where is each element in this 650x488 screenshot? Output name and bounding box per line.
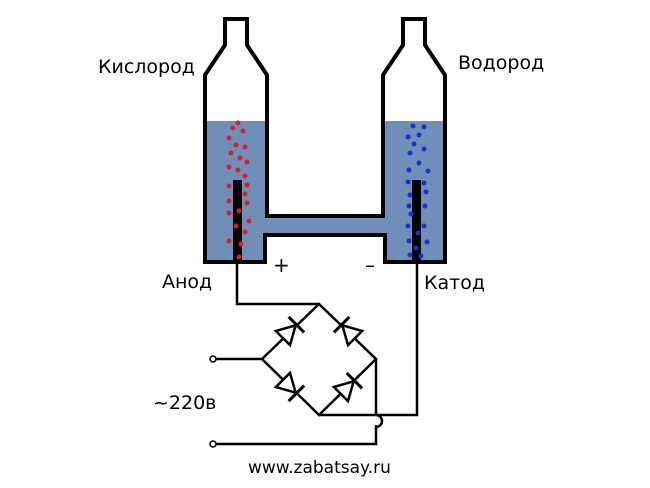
voltage-label: ~220в: [153, 392, 217, 414]
oxygen-label: Кислород: [98, 56, 195, 78]
hydrogen-bubble: [405, 179, 411, 185]
diode-bottom-left: [273, 370, 306, 403]
diode-top-left: [273, 315, 306, 348]
oxygen-bubble: [238, 241, 244, 247]
hydrogen-bubble: [421, 146, 427, 152]
hydrogen-bubble: [422, 203, 428, 209]
input-terminal-bottom: [209, 440, 217, 448]
hydrogen-bubble: [406, 203, 412, 209]
diode-bottom-right: [331, 371, 364, 404]
input-terminal-top: [209, 355, 217, 363]
hydrogen-bubble: [421, 223, 427, 229]
minus-sign: –: [365, 253, 375, 277]
hydrogen-bubble: [416, 160, 422, 166]
hydrogen-bubble: [421, 124, 427, 130]
hydrogen-bubble: [418, 253, 424, 259]
diode-top-right: [332, 315, 365, 348]
hydrogen-bubble: [415, 230, 421, 236]
oxygen-bubble: [244, 200, 250, 206]
oxygen-bubble: [236, 254, 242, 260]
hydrogen-bubble: [407, 150, 413, 156]
hydrogen-bubble: [425, 168, 431, 174]
oxygen-bubble: [228, 150, 234, 156]
oxygen-bubble: [242, 144, 248, 150]
hydrogen-bubble: [411, 141, 417, 147]
oxygen-bubble: [226, 210, 232, 216]
oxygen-bubble: [236, 208, 242, 214]
hydrogen-bubble: [405, 223, 411, 229]
hydrogen-bubble: [421, 180, 427, 186]
oxygen-bubble: [240, 128, 246, 134]
oxygen-bubble: [226, 164, 232, 170]
oxygen-bubble: [242, 173, 248, 179]
hydrogen-bubble: [410, 123, 416, 129]
hydrogen-bubble: [416, 132, 422, 138]
connecting-channel-water: [265, 217, 385, 233]
oxygen-bubble: [233, 223, 239, 229]
oxygen-bubble: [235, 167, 241, 173]
hydrogen-bubble: [413, 245, 419, 251]
hydrogen-bubble: [406, 238, 412, 244]
left-bottle-outline: [203, 17, 447, 264]
hydrogen-bubble: [423, 189, 429, 195]
oxygen-bubble: [235, 120, 241, 126]
oxygen-bubble: [244, 182, 250, 188]
anode-label: Анод: [162, 271, 213, 293]
oxygen-bubble: [230, 125, 236, 131]
hydrogen-bubble: [407, 192, 413, 198]
hydrogen-bubble: [406, 167, 412, 173]
website-label: www.zabatsay.ru: [248, 458, 391, 478]
anode-electrode: [233, 180, 242, 262]
oxygen-bubble: [233, 142, 239, 148]
hydrogen-bubbles: [405, 123, 431, 259]
oxygen-bubble: [226, 238, 232, 244]
hydrogen-bubble: [405, 134, 411, 140]
hydrogen-bubble: [408, 211, 414, 217]
oxygen-bubble: [237, 155, 243, 161]
oxygen-bubble: [242, 229, 248, 235]
oxygen-bubble: [242, 191, 248, 197]
oxygen-bubble: [226, 183, 232, 189]
hydrogen-label: Водород: [458, 52, 545, 74]
circuit-wires: [214, 262, 419, 446]
oxygen-bubbles: [226, 120, 252, 260]
oxygen-bubble: [226, 198, 232, 204]
plus-sign: +: [273, 253, 290, 277]
oxygen-bubble: [226, 135, 232, 141]
oxygen-bubble: [244, 159, 250, 165]
cathode-electrode: [412, 180, 421, 262]
cathode-label: Катод: [424, 272, 485, 294]
hydrogen-bubble: [407, 252, 413, 258]
hydrogen-bubble: [424, 239, 430, 245]
oxygen-bubble: [246, 218, 252, 224]
